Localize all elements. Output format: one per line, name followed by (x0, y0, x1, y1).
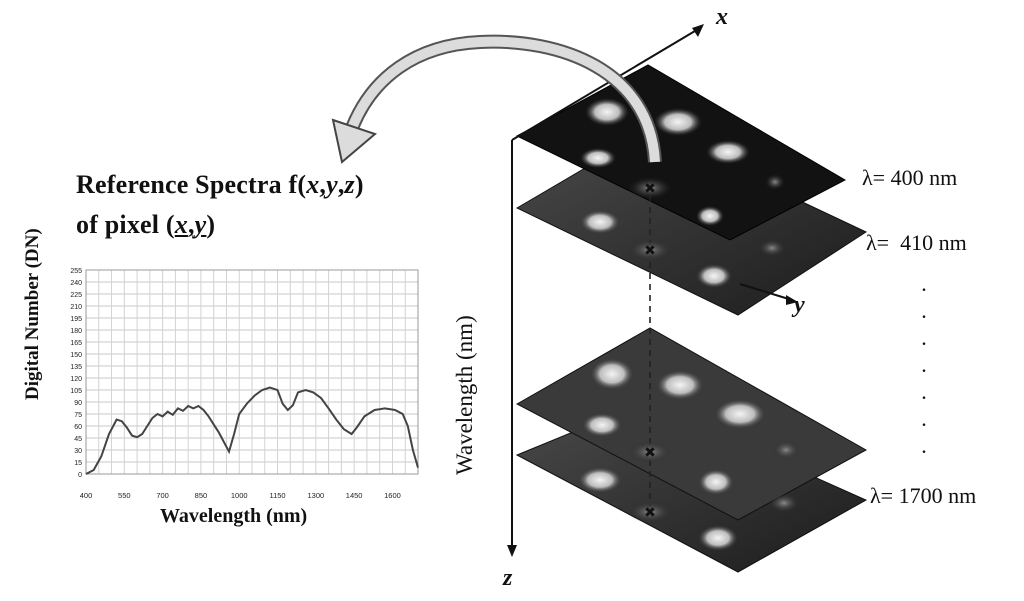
pixel-marker-icon: ✖ (644, 504, 656, 520)
chart-y-tick-label: 195 (70, 316, 82, 323)
z-axis-arrowhead (507, 545, 517, 557)
sample-spot (578, 467, 622, 493)
y-axis (739, 283, 793, 301)
sample-spot (580, 210, 620, 234)
y-axis-label: y (794, 292, 805, 318)
sample-spot (582, 413, 622, 437)
chart-title-line1: Reference Spectra f(x,y,z) (76, 170, 364, 199)
x-axis-label: x (716, 4, 728, 30)
sample-spot (765, 174, 785, 190)
chart-y-tick-label: 225 (70, 292, 82, 299)
pixel-marker-icon: ✖ (644, 242, 656, 258)
chart-y-axis-label: Digital Number (DN) (22, 228, 43, 400)
pixel-spot (628, 239, 672, 261)
sample-spot (768, 493, 800, 513)
sample-spots (578, 98, 800, 551)
chart-y-tick-label: 255 (70, 268, 82, 275)
layer-ellipsis: . . . . . . . (921, 271, 927, 458)
chart-y-tick-label: 30 (74, 448, 82, 455)
chart-x-tick-label: 400 (80, 491, 93, 500)
sample-spot (590, 358, 634, 390)
chart-x-tick-label: 1450 (346, 491, 363, 500)
curved-arrow-head (331, 118, 378, 164)
chart-y-tick-label: 165 (70, 340, 82, 347)
chart-x-tick-label: 550 (118, 491, 131, 500)
sample-spot (772, 440, 800, 460)
sample-spot (698, 525, 738, 551)
chart-x-tick-label: 1150 (269, 491, 285, 500)
sample-spot (654, 108, 702, 136)
chart-x-tick-label: 1000 (231, 491, 248, 500)
layer-label-410nm: λ= 410 nm (866, 230, 967, 255)
y-axis-arrowhead (786, 295, 798, 305)
chart-y-tick-label: 0 (78, 472, 82, 479)
z-axis-label: z (503, 565, 513, 591)
chart-y-tick-label: 135 (70, 364, 82, 371)
curved-arrow-fill (347, 36, 660, 163)
chart-y-tick-label: 60 (74, 424, 82, 431)
chart-y-tick-label: 105 (70, 388, 82, 395)
wavelength-axis-label: Wavelength (nm) (452, 315, 477, 475)
sample-spot (656, 370, 704, 400)
chart-y-tick-label: 120 (70, 376, 82, 383)
sample-spot (696, 264, 732, 288)
chart-y-tick-label: 90 (74, 400, 82, 407)
sample-spot (580, 148, 616, 168)
pixel-spot (628, 501, 672, 523)
layer-label-1700nm: λ= 1700 nm (870, 483, 977, 508)
chart-y-tick-label: 15 (74, 460, 82, 467)
x-axis-arrowhead (692, 24, 704, 37)
sample-spot (698, 469, 734, 495)
chart-series-line (85, 386, 419, 475)
pixel-marker-icon: ✖ (644, 180, 656, 196)
chart-x-axis-label: Wavelength (nm) (160, 505, 308, 527)
chart-x-tick-label: 700 (156, 491, 169, 500)
chart-title-line2: of pixel (x,y) (76, 210, 216, 239)
sample-spot (696, 206, 724, 226)
sample-spot (714, 399, 766, 429)
chart-y-tick-label: 75 (74, 412, 82, 419)
chart-x-tick-label: 850 (195, 491, 208, 500)
chart-y-tick-label: 240 (70, 280, 82, 287)
layer-label-400nm: λ= 400 nm (862, 165, 958, 190)
chart-y-tick-label: 150 (70, 352, 82, 359)
chart-plot-frame (85, 269, 419, 475)
pixel-spot (628, 177, 672, 199)
chart-x-tick-label: 1600 (384, 491, 401, 500)
sample-spot (585, 98, 629, 126)
chart-y-tick-label: 180 (70, 328, 82, 335)
pixel-marker-icon: ✖ (644, 444, 656, 460)
chart-x-tick-label: 1300 (308, 491, 325, 500)
chart-y-tick-label: 45 (74, 436, 82, 443)
sample-spot (758, 239, 786, 257)
chart-y-tick-label: 210 (70, 304, 82, 311)
pixel-spot (628, 441, 672, 463)
pixel-markers: ✖ ✖ ✖ ✖ (628, 177, 672, 523)
spectrum-chart: 0 15 30 45 60 75 90 105 120 135 150 165 180 195 210 225… (70, 268, 419, 500)
x-axis (511, 27, 701, 141)
sample-spot (706, 140, 750, 164)
